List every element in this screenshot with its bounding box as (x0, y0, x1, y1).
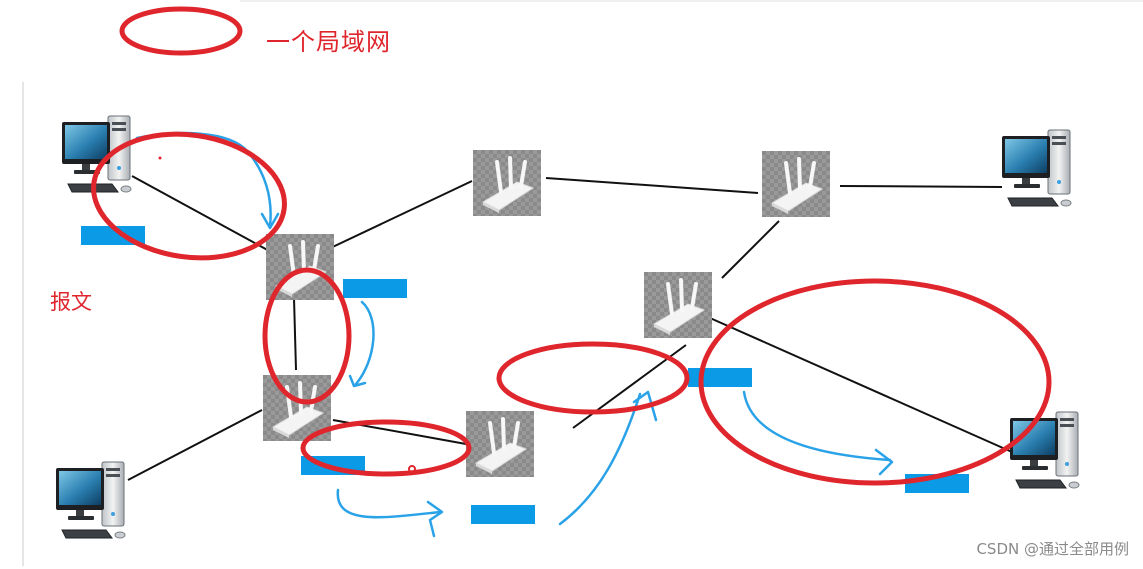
legend-circle (119, 6, 243, 56)
stray-dot (158, 156, 162, 160)
packet-label: 报文 (50, 290, 92, 314)
computer-icon (1001, 129, 1072, 207)
stray-dot (408, 465, 416, 473)
packet-block (688, 368, 752, 387)
router-icon (760, 149, 832, 219)
packet-arrow (874, 448, 894, 476)
watermark: CSDN @通过全部用例 (976, 540, 1129, 558)
packet-arrow (426, 500, 444, 538)
link-router-b-pc-bottom-left (127, 409, 263, 481)
lan-circle (300, 419, 472, 477)
computer-icon (1009, 411, 1080, 489)
lan-circles (91, 6, 1052, 486)
left-border-line (22, 82, 24, 566)
network-links (127, 175, 1013, 481)
lan-circle (262, 267, 352, 405)
packet-arrow (135, 131, 272, 228)
legend-label: 一个局域网 (266, 28, 391, 56)
link-router-e-router-f (721, 220, 780, 279)
packet-arrow (354, 300, 375, 386)
computer-icon (55, 461, 126, 539)
lan-circle (496, 341, 690, 415)
packet-block (471, 505, 535, 524)
packet-block (343, 279, 407, 298)
packet-arrow (336, 488, 442, 519)
packet-arrow (558, 392, 642, 526)
link-router-a-router-b (293, 297, 297, 371)
link-router-a-router-c (321, 180, 473, 253)
lan-circle (698, 278, 1052, 486)
lan-circle (91, 131, 287, 261)
router-icon (471, 148, 543, 218)
packet-arrow (742, 390, 892, 462)
packet-arrow (260, 212, 280, 230)
top-border-line (240, 0, 1143, 2)
router-icon (464, 409, 536, 479)
router-icon (642, 270, 714, 340)
link-router-c-router-e (545, 177, 759, 194)
link-router-f-pc-bottom-right (709, 317, 1013, 453)
link-router-e-pc-top-right (839, 185, 1003, 188)
packet-arrow (632, 390, 658, 422)
packet-arrow (348, 374, 367, 388)
link-pc-top-left-router-a (131, 175, 274, 254)
